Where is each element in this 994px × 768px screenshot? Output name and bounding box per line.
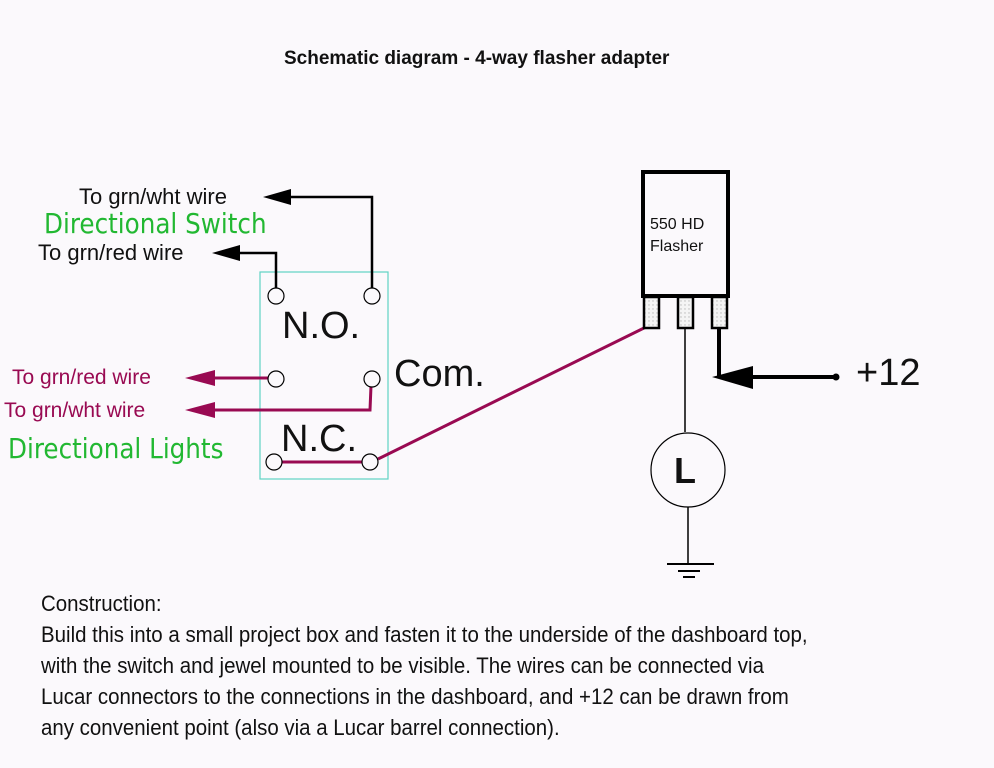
flasher-pins bbox=[642, 295, 729, 330]
arrow-grn-red-lights bbox=[185, 370, 215, 386]
switch-wires bbox=[232, 195, 374, 289]
flasher-model: 550 HD bbox=[650, 216, 705, 233]
flasher-name: Flasher bbox=[650, 238, 704, 255]
directional-lights-heading: Directional Lights bbox=[8, 432, 224, 465]
lights-label-grn-red: To grn/red wire bbox=[12, 366, 151, 389]
contact-com-left bbox=[267, 370, 285, 388]
notes-line: any convenient point (also via a Lucar b… bbox=[41, 715, 560, 740]
notes-heading: Construction: bbox=[41, 591, 162, 616]
relay-outline bbox=[259, 271, 389, 480]
arrow-grn-wht-lights bbox=[185, 402, 215, 418]
switch-label-grn-wht: To grn/wht wire bbox=[79, 184, 227, 209]
construction-notes: Construction: Build this into a small pr… bbox=[41, 588, 808, 743]
lights-label-grn-wht: To grn/wht wire bbox=[4, 399, 146, 422]
relay-contacts bbox=[265, 287, 381, 471]
arrow-grn-red-switch bbox=[212, 245, 240, 261]
lights-wires bbox=[212, 325, 647, 464]
contact-nc-left bbox=[265, 453, 283, 471]
directional-switch-heading: Directional Switch bbox=[44, 207, 267, 240]
contact-no-right bbox=[363, 287, 381, 305]
relay-no-label: N.O. bbox=[282, 305, 361, 347]
ground-icon bbox=[667, 563, 714, 578]
notes-line: Lucar connectors to the connections in t… bbox=[41, 684, 789, 709]
contact-nc-right bbox=[361, 453, 379, 471]
supply-terminal bbox=[832, 373, 840, 381]
switch-label-grn-red: To grn/red wire bbox=[38, 240, 184, 265]
contact-com-right bbox=[363, 370, 381, 388]
notes-line: Build this into a small project box and … bbox=[41, 622, 808, 647]
diagram-title: Schematic diagram - 4-way flasher adapte… bbox=[284, 48, 670, 69]
contact-no-left bbox=[267, 287, 285, 305]
supply-label: +12 bbox=[856, 352, 921, 394]
lamp-label: L bbox=[674, 450, 696, 491]
arrow-grn-wht-switch bbox=[263, 189, 291, 205]
relay-nc-label: N.C. bbox=[281, 418, 357, 460]
supply-arrow bbox=[712, 366, 753, 389]
notes-line: with the switch and jewel mounted to be … bbox=[41, 653, 764, 678]
flasher-label: 550 HD Flasher bbox=[650, 214, 704, 258]
relay-com-label: Com. bbox=[394, 353, 485, 395]
